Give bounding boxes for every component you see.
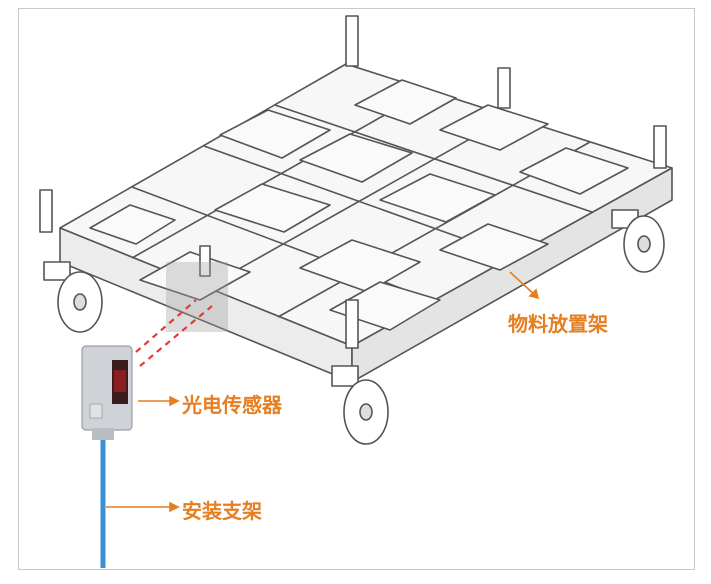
photoelectric-sensor-icon [81, 345, 133, 440]
caster-wheel-icon [331, 365, 389, 445]
caster-wheel-icon [43, 261, 103, 333]
sensor-label: 光电传感器 [182, 393, 282, 417]
pointer-arrow [138, 395, 180, 407]
pointer-arrow [106, 501, 180, 513]
bracket-label: 安装支架 [182, 499, 262, 523]
pointer-arrow [509, 271, 540, 300]
sensing-area-highlight [166, 262, 228, 332]
caster-wheel-icon [611, 209, 665, 273]
rack-label: 物料放置架 [508, 312, 608, 336]
cart-rack-icon [39, 15, 673, 445]
laser-beam [135, 299, 213, 367]
